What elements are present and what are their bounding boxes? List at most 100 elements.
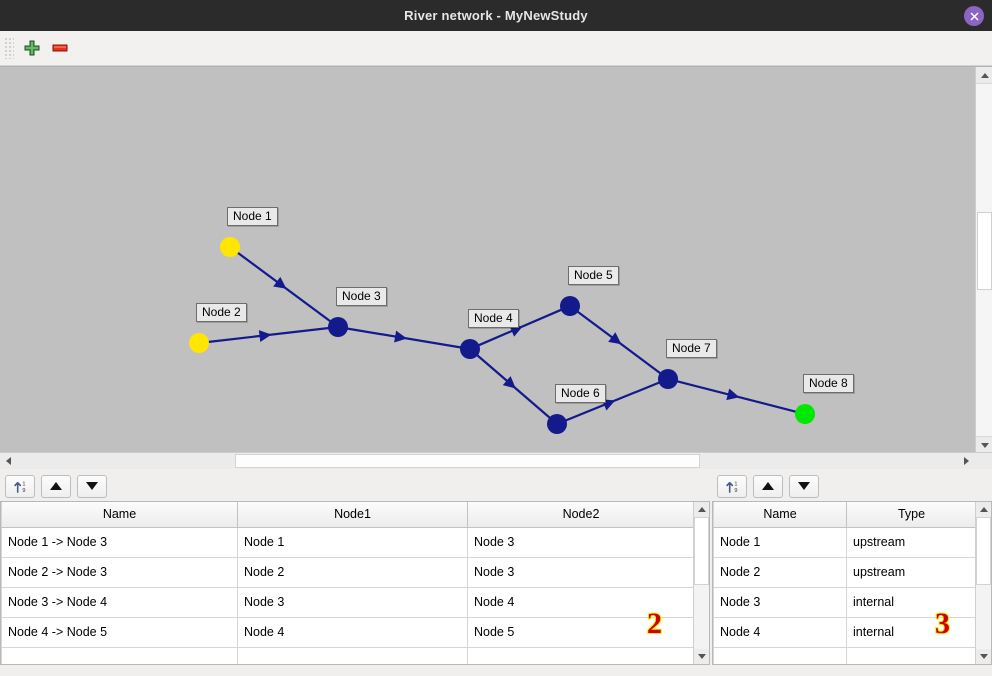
sort-ascending-icon: 1 9 [13,481,25,494]
table-cell[interactable] [713,647,847,664]
node-label-node-5[interactable]: Node 5 [568,266,619,285]
window-title: River network - MyNewStudy [404,8,588,23]
table-cell[interactable] [846,647,975,664]
edge-arrowhead [608,332,622,345]
node-label-node-3[interactable]: Node 3 [336,287,387,306]
table-cell[interactable] [237,647,468,664]
graph-node-node-4[interactable] [460,339,480,359]
scroll-left-button[interactable] [0,453,17,469]
column-header-type[interactable]: Type [846,502,975,528]
river-network-canvas[interactable]: Node 1 Node 2 Node 3 Node 4 Node 5 Node 6 Node… [0,66,992,509]
table-cell[interactable]: upstream [846,557,975,588]
links-move-down-button[interactable] [77,474,107,498]
graph-node-node-5[interactable] [560,296,580,316]
table-cell[interactable]: Node 4 -> Node 5 [1,617,238,648]
node-label-node-6[interactable]: Node 6 [555,384,606,403]
node-label-node-8[interactable]: Node 8 [803,374,854,393]
graph-horizontal-scrollbar[interactable] [0,452,992,469]
add-node-button[interactable] [18,34,46,62]
table-cell[interactable]: Node 1 [237,527,468,558]
table-cell[interactable]: Node 1 [713,527,847,558]
links-move-up-button[interactable] [41,474,71,498]
node-label-node-2[interactable]: Node 2 [196,303,247,322]
table-cell[interactable]: internal [846,587,975,618]
svg-text:1: 1 [22,481,25,487]
vertical-scroll-thumb[interactable] [977,212,992,290]
table-cell[interactable]: upstream [846,527,975,558]
close-icon[interactable] [964,6,984,26]
table-cell[interactable]: Node 3 -> Node 4 [1,587,238,618]
column-header-node1[interactable]: Node1 [237,502,468,528]
graph-node-node-7[interactable] [658,369,678,389]
links-scroll-up-button[interactable] [694,502,709,517]
table-cell[interactable]: internal [846,617,975,648]
column-header-name[interactable]: Name [713,502,847,528]
table-cell[interactable]: Node 3 [467,557,693,588]
table-cell[interactable]: Node 1 -> Node 3 [1,527,238,558]
graph-node-node-1[interactable] [220,237,240,257]
node-label-node-4[interactable]: Node 4 [468,309,519,328]
links-scroll-thumb[interactable] [694,517,709,585]
remove-node-button[interactable] [46,34,74,62]
nodes-move-down-button[interactable] [789,474,819,498]
table-cell[interactable]: Node 4 [713,617,847,648]
column-header-name[interactable]: Name [1,502,238,528]
nodes-table-scrollbar[interactable] [975,502,991,664]
table-cell[interactable]: Node 2 [237,557,468,588]
links-sort-button[interactable]: 1 9 [5,474,35,498]
links-table-scrollbar[interactable] [693,502,709,664]
node-label-node-7[interactable]: Node 7 [666,339,717,358]
table-cell[interactable]: Node 3 [713,587,847,618]
graph-drawing-area[interactable]: Node 1 Node 2 Node 3 Node 4 Node 5 Node 6 Node… [0,67,975,509]
graph-node-node-8[interactable] [795,404,815,424]
nodes-move-up-button[interactable] [753,474,783,498]
edge-arrowhead [726,388,740,401]
scroll-right-button[interactable] [958,453,975,469]
table-cell[interactable] [1,647,238,664]
table-cell[interactable]: Node 5 [467,617,693,648]
table-cell[interactable]: Node 4 [237,617,468,648]
graph-node-node-6[interactable] [547,414,567,434]
node-layer [189,237,815,434]
edge-arrowhead [394,330,407,343]
table-cell[interactable]: Node 2 [713,557,847,588]
nodes-scroll-up-button[interactable] [976,502,991,517]
table-cell[interactable]: Node 4 [467,587,693,618]
table-row[interactable] [1,647,693,664]
table-cell[interactable]: Node 3 [237,587,468,618]
scroll-up-button[interactable] [976,67,992,84]
graph-vertical-scrollbar[interactable] [975,67,992,453]
nodes-scroll-down-button[interactable] [976,649,991,664]
table-cell[interactable]: Node 2 -> Node 3 [1,557,238,588]
horizontal-scroll-thumb[interactable] [235,454,700,468]
node-label-node-1[interactable]: Node 1 [227,207,278,226]
table-row[interactable] [713,647,975,664]
column-header-node2[interactable]: Node2 [467,502,693,528]
nodes-scroll-thumb[interactable] [976,517,991,585]
toolbar-grip[interactable] [4,37,14,59]
table-cell[interactable] [467,647,693,664]
graph-svg [189,237,815,434]
nodes-sort-button[interactable]: 1 9 [717,474,747,498]
graph-node-node-3[interactable] [328,317,348,337]
scroll-down-button[interactable] [976,436,992,453]
edge-arrowhead [502,376,516,389]
table-cell[interactable]: Node 3 [467,527,693,558]
links-scroll-down-button[interactable] [694,649,709,664]
graph-node-node-2[interactable] [189,333,209,353]
